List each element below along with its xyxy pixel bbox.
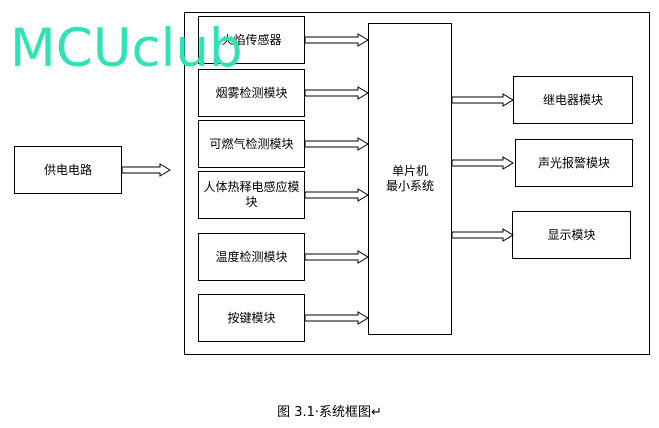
output-label: 继电器模块 — [542, 92, 603, 107]
output-label: 显示模块 — [547, 227, 596, 242]
watermark-logo: MCUclub — [10, 18, 243, 79]
arrow-sensor-to-mcu — [304, 86, 369, 100]
sensor-block-keys: 按键模块 — [198, 294, 305, 342]
sensor-label: 人体热释电感应模块 — [203, 180, 300, 209]
power-supply-label: 供电电路 — [43, 162, 92, 177]
arrow-power-to-system — [121, 163, 171, 177]
sensor-label: 火焰传感器 — [221, 32, 282, 47]
sensor-label: 温度检测模块 — [215, 249, 288, 264]
sensor-label: 按键模块 — [227, 310, 276, 325]
arrow-sensor-to-mcu — [304, 250, 369, 264]
arrow-sensor-to-mcu — [304, 137, 369, 151]
sensor-label: 可燃气检测模块 — [209, 136, 294, 151]
mcu-label-line2: 最小系统 — [385, 179, 434, 193]
sensor-block-smoke: 烟雾检测模块 — [198, 69, 305, 117]
figure-caption: 图 3.1·系统框图↵ — [277, 405, 382, 420]
output-label: 声光报警模块 — [537, 155, 610, 170]
arrow-mcu-to-output — [451, 228, 514, 242]
output-block-relay: 继电器模块 — [513, 76, 633, 124]
sensor-block-temperature: 温度检测模块 — [198, 233, 305, 281]
arrow-sensor-to-mcu — [304, 188, 369, 202]
arrow-mcu-to-output — [451, 156, 514, 170]
output-block-display: 显示模块 — [512, 211, 631, 259]
system-boundary — [184, 12, 650, 355]
arrow-sensor-to-mcu — [304, 33, 369, 47]
sensor-block-flame: 火焰传感器 — [198, 16, 305, 64]
power-supply-block: 供电电路 — [14, 146, 122, 194]
sensor-label: 烟雾检测模块 — [215, 85, 288, 100]
output-block-alarm: 声光报警模块 — [515, 139, 633, 187]
mcu-block: 单片机 最小系统 — [368, 23, 452, 335]
arrow-mcu-to-output — [451, 93, 514, 107]
mcu-label-line1: 单片机 — [391, 164, 428, 178]
arrow-sensor-to-mcu — [304, 311, 369, 325]
